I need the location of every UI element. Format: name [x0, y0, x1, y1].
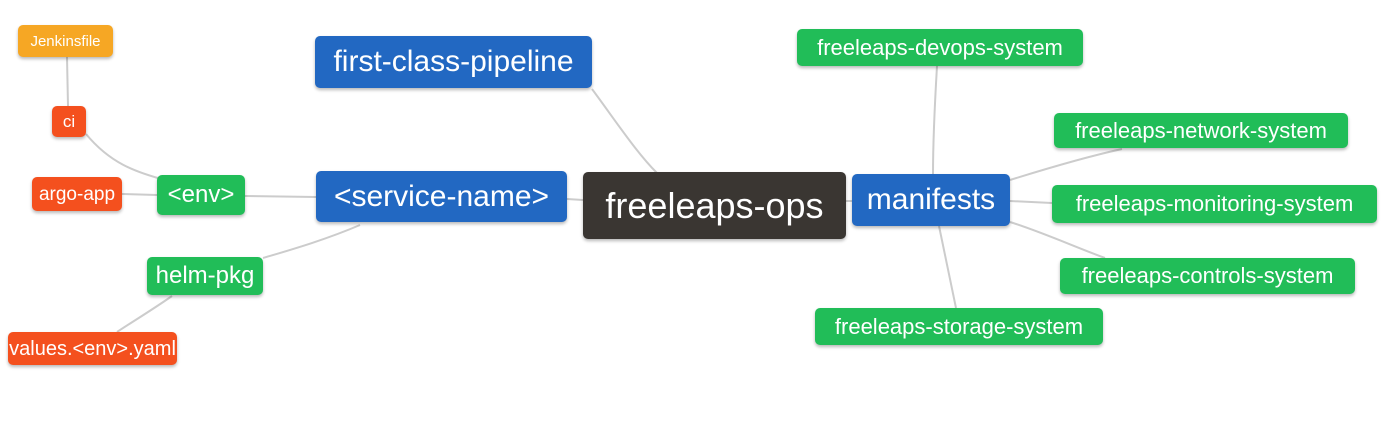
edge-manifests-freeleaps-network-system: [1009, 148, 1123, 181]
edge-first-class-pipeline-freeleaps-ops: [591, 88, 658, 174]
node-jenkinsfile[interactable]: Jenkinsfile: [18, 25, 113, 57]
node-freeleaps-ops[interactable]: freeleaps-ops: [583, 172, 846, 239]
node-freeleaps-monitoring-system[interactable]: freeleaps-monitoring-system: [1052, 185, 1377, 223]
node-label: values.<env>.yaml: [9, 337, 176, 360]
node-label: <env>: [167, 181, 235, 208]
edge-manifests-freeleaps-monitoring-system: [1009, 200, 1053, 204]
node-label: Jenkinsfile: [30, 32, 101, 50]
node-label: <service-name>: [333, 179, 550, 213]
node-label: freeleaps-devops-system: [817, 34, 1063, 60]
node-freeleaps-storage-system[interactable]: freeleaps-storage-system: [815, 308, 1103, 345]
edge-argo-app-env: [121, 193, 158, 196]
node-argo-app[interactable]: argo-app: [32, 177, 122, 211]
node-label: freeleaps-ops: [605, 184, 824, 226]
edge-service-name-freeleaps-ops: [566, 198, 584, 201]
node-freeleaps-network-system[interactable]: freeleaps-network-system: [1054, 113, 1348, 148]
edge-service-name-helm-pkg: [262, 224, 361, 259]
node-label: freeleaps-monitoring-system: [1075, 191, 1354, 216]
node-label: ci: [62, 112, 76, 131]
edge-ci-env: [85, 133, 166, 181]
node-env[interactable]: <env>: [157, 175, 245, 215]
node-ci[interactable]: ci: [52, 106, 86, 137]
node-helm-pkg[interactable]: helm-pkg: [147, 257, 263, 295]
node-label: freeleaps-storage-system: [834, 313, 1084, 339]
node-label: freeleaps-controls-system: [1081, 263, 1334, 288]
node-label: first-class-pipeline: [333, 45, 574, 78]
node-service-name[interactable]: <service-name>: [316, 171, 567, 222]
node-manifests[interactable]: manifests: [852, 174, 1010, 226]
node-label: helm-pkg: [155, 262, 255, 289]
edge-helm-pkg-values-env-yaml: [116, 295, 173, 333]
node-freeleaps-devops-system[interactable]: freeleaps-devops-system: [797, 29, 1083, 66]
edge-jenkinsfile-ci: [66, 56, 69, 107]
node-values-env-yaml[interactable]: values.<env>.yaml: [8, 332, 177, 365]
edge-freeleaps-devops-system-manifests: [932, 65, 938, 175]
edge-env-service-name: [244, 195, 317, 198]
node-first-class-pipeline[interactable]: first-class-pipeline: [315, 36, 592, 88]
node-label: freeleaps-network-system: [1075, 117, 1327, 143]
node-label: argo-app: [38, 183, 116, 205]
edge-manifests-freeleaps-controls-system: [1009, 221, 1106, 259]
node-label: manifests: [866, 183, 996, 216]
node-freeleaps-controls-system[interactable]: freeleaps-controls-system: [1060, 258, 1355, 294]
edge-manifests-freeleaps-storage-system: [938, 225, 957, 309]
